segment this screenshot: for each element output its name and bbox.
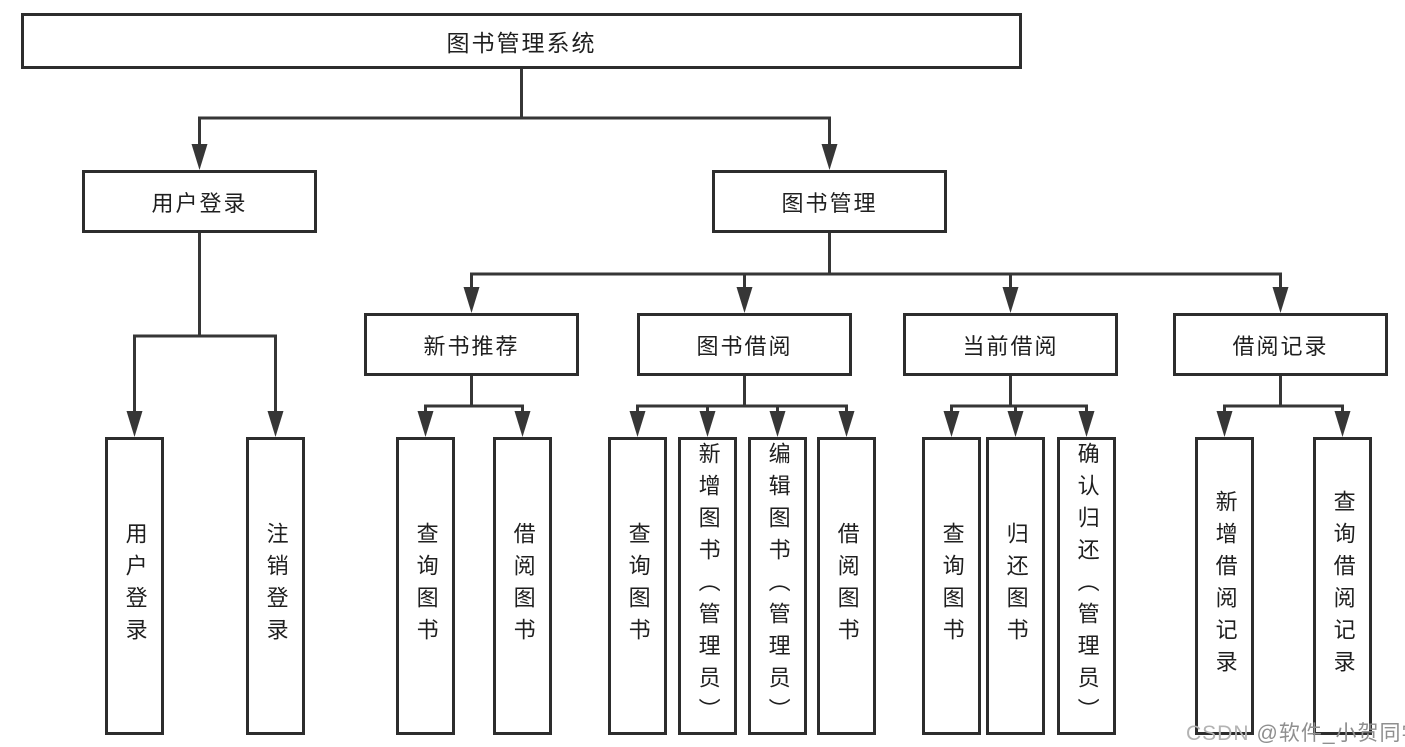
- leaf-add-borrow-record: 新增借阅记录: [1195, 437, 1254, 735]
- arrowheads: [126, 144, 1351, 437]
- node-root-library-system: 图书管理系统: [21, 13, 1022, 69]
- leaf-label: 注销登录: [263, 522, 289, 650]
- node-user-login: 用户登录: [82, 170, 317, 233]
- leaf-label: 新增借阅记录: [1212, 490, 1238, 682]
- leaf-label: 查询图书: [625, 522, 651, 650]
- leaf-label: 归还图书: [1003, 522, 1029, 650]
- leaf-label: 查询图书: [413, 522, 439, 650]
- leaf-label: 查询借阅记录: [1330, 490, 1356, 682]
- node-current-borrowing: 当前借阅: [903, 313, 1118, 376]
- leaf-borrow-books-recommend: 借阅图书: [493, 437, 552, 735]
- node-borrowing-records: 借阅记录: [1173, 313, 1388, 376]
- leaf-query-books-recommend: 查询图书: [396, 437, 455, 735]
- leaf-add-books-admin: 新增图书（管理员）: [678, 437, 737, 735]
- node-book-borrowing: 图书借阅: [637, 313, 852, 376]
- leaf-user-login: 用户登录: [105, 437, 164, 735]
- tree-edges: [133, 69, 1344, 419]
- watermark-brand: CSDN: [1186, 722, 1250, 745]
- leaf-label: 编辑图书（管理员）: [765, 442, 791, 730]
- node-book-management: 图书管理: [712, 170, 947, 233]
- leaf-query-books-current: 查询图书: [922, 437, 981, 735]
- leaf-label: 查询图书: [939, 522, 965, 650]
- leaf-borrow-books: 借阅图书: [817, 437, 876, 735]
- leaf-label: 确认归还（管理员）: [1074, 442, 1100, 730]
- leaf-query-books-borrowing: 查询图书: [608, 437, 667, 735]
- watermark: CSDN @软件_小贺同学: [1186, 717, 1405, 747]
- leaf-confirm-return-admin: 确认归还（管理员）: [1057, 437, 1116, 735]
- watermark-author: @软件_小贺同学: [1256, 722, 1405, 745]
- leaf-label: 借阅图书: [510, 522, 536, 650]
- leaf-edit-books-admin: 编辑图书（管理员）: [748, 437, 807, 735]
- leaf-return-books: 归还图书: [986, 437, 1045, 735]
- leaf-query-borrow-record: 查询借阅记录: [1313, 437, 1372, 735]
- leaf-label: 新增图书（管理员）: [695, 442, 721, 730]
- node-new-book-recommendation: 新书推荐: [364, 313, 579, 376]
- leaf-label: 借阅图书: [834, 522, 860, 650]
- leaf-logout: 注销登录: [246, 437, 305, 735]
- leaf-label: 用户登录: [122, 522, 148, 650]
